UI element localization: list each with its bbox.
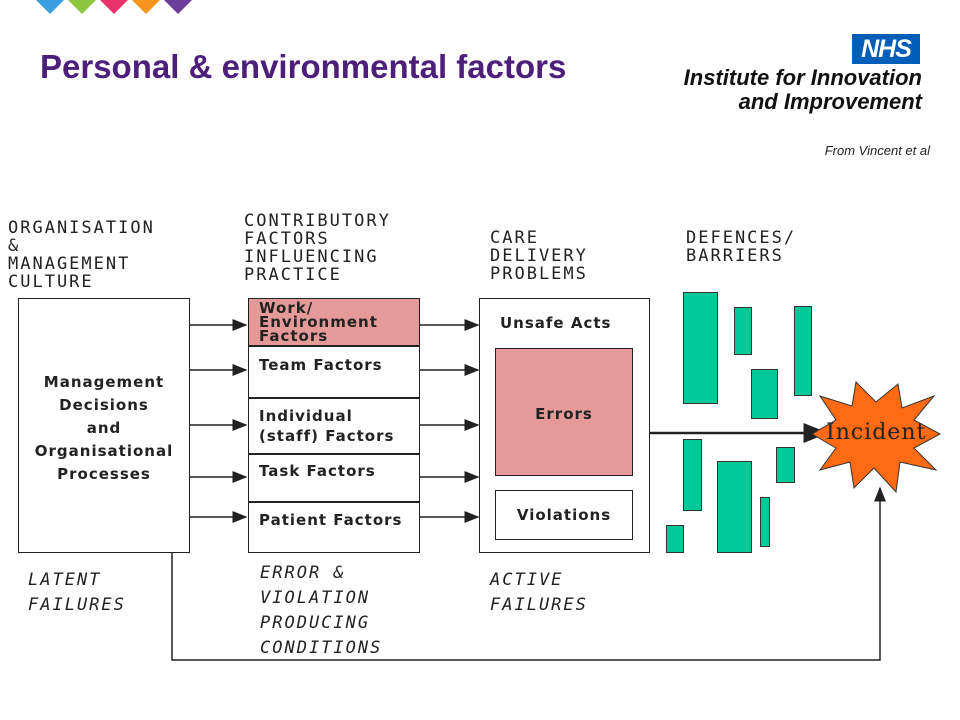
violations-label: Violations — [516, 506, 612, 524]
barrier-block — [666, 525, 684, 553]
stripe-chevron-blue — [36, 0, 64, 14]
violations-box: Violations — [495, 490, 633, 540]
barrier-block — [760, 497, 770, 547]
institute-line-2: and Improvement — [738, 89, 922, 114]
stripe-chevron-pink — [100, 0, 128, 14]
error-line-2: VIOLATION — [260, 588, 371, 608]
individual-line-2: (staff) Factors — [259, 427, 395, 445]
barrier-block — [776, 447, 795, 483]
management-line-3: and — [86, 419, 122, 437]
error-line-4: CONDITIONS — [260, 638, 383, 658]
header-contrib-line-3: INFLUENCING — [244, 247, 379, 267]
latent-line-1: LATENT — [28, 570, 102, 590]
header-org-line-3: MANAGEMENT — [8, 254, 131, 274]
patient-factors-label: Patient Factors — [259, 511, 403, 529]
header-care-delivery: CARE DELIVERY PROBLEMS — [490, 229, 588, 283]
header-care-line-2: DELIVERY — [490, 246, 588, 266]
work-line-1: Work/ — [259, 299, 314, 317]
header-defences-line-1: DEFENCES/ — [686, 228, 797, 248]
nhs-logo-badge: NHS — [852, 34, 920, 64]
header-org-line-1: ORGANISATION — [8, 218, 155, 238]
latent-line-2: FAILURES — [28, 595, 126, 615]
header-contrib-line-1: CONTRIBUTORY — [244, 211, 391, 231]
header-contributory: CONTRIBUTORY FACTORS INFLUENCING PRACTIC… — [244, 212, 391, 284]
individual-line-1: Individual — [259, 407, 353, 425]
stripe-chevron-green — [68, 0, 96, 14]
latent-failures-label: LATENT FAILURES — [28, 568, 126, 618]
task-factors: Task Factors — [248, 454, 420, 502]
management-text: Management Decisions and Organisational … — [19, 371, 189, 486]
patient-factors: Patient Factors — [248, 502, 420, 553]
institute-logo-text: Institute for Innovation and Improvement — [684, 66, 922, 114]
stripe-chevron-purple — [164, 0, 192, 14]
management-line-4: Organisational — [34, 442, 174, 460]
management-line-1: Management — [43, 373, 165, 391]
source-credit: From Vincent et al — [824, 143, 930, 158]
team-factors: Team Factors — [248, 346, 420, 398]
header-defences-line-2: BARRIERS — [686, 246, 784, 266]
work-line-3: Factors — [259, 327, 329, 345]
error-line-1: ERROR & — [260, 563, 346, 583]
management-line-2: Decisions — [59, 396, 149, 414]
header-defences: DEFENCES/ BARRIERS — [686, 229, 796, 265]
barrier-block — [751, 369, 778, 419]
incident-label: Incident — [826, 420, 927, 445]
header-care-line-3: PROBLEMS — [490, 264, 588, 284]
barrier-block — [683, 439, 702, 511]
active-line-1: ACTIVE — [490, 570, 564, 590]
errors-label: Errors — [535, 405, 593, 423]
header-organisation: ORGANISATION & MANAGEMENT CULTURE — [8, 219, 155, 291]
header-contrib-line-4: PRACTICE — [244, 265, 342, 285]
active-line-2: FAILURES — [490, 595, 588, 615]
barrier-block — [794, 306, 812, 396]
page-title: Personal & environmental factors — [40, 48, 567, 85]
individual-factors: Individual (staff) Factors — [248, 398, 420, 454]
management-line-5: Processes — [57, 465, 151, 483]
work-environment-factors: Work/ Environment Factors — [248, 298, 420, 346]
incident-starburst — [811, 380, 942, 494]
header-org-line-2: & — [8, 236, 21, 256]
barrier-block — [683, 292, 718, 404]
active-failures-label: ACTIVE FAILURES — [490, 568, 588, 618]
errors-box: Errors — [495, 348, 633, 476]
header-care-line-1: CARE — [490, 228, 539, 248]
header-stripe — [36, 0, 192, 14]
barrier-block — [717, 461, 752, 553]
stripe-chevron-orange — [132, 0, 160, 14]
header-contrib-line-2: FACTORS — [244, 229, 330, 249]
latent-failure-path — [171, 486, 886, 661]
barrier-block — [734, 307, 752, 355]
error-conditions-label: ERROR & VIOLATION PRODUCING CONDITIONS — [260, 561, 382, 661]
task-factors-label: Task Factors — [259, 462, 376, 480]
management-box: Management Decisions and Organisational … — [18, 298, 190, 553]
work-line-2: Environment — [259, 313, 378, 331]
header-org-line-4: CULTURE — [8, 272, 94, 292]
error-line-3: PRODUCING — [260, 613, 371, 633]
institute-line-1: Institute for Innovation — [683, 65, 922, 90]
team-factors-label: Team Factors — [259, 356, 383, 374]
unsafe-acts-label: Unsafe Acts — [500, 314, 612, 332]
